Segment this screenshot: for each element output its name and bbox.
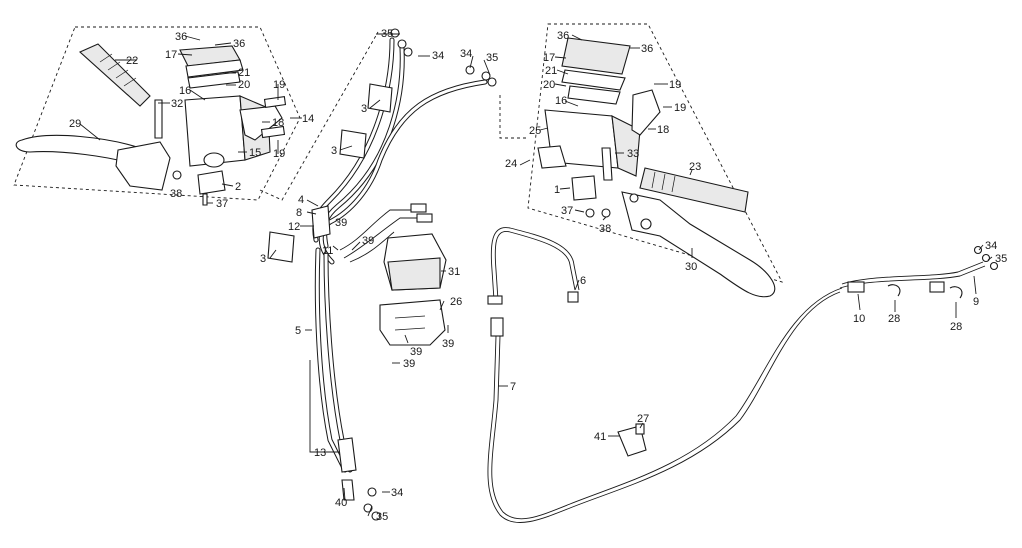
callout-12: 12 <box>288 221 300 233</box>
callout-8: 8 <box>296 207 302 219</box>
callout-36: 36 <box>233 38 245 50</box>
callout-32: 32 <box>171 98 183 110</box>
callout-19: 19 <box>273 148 285 160</box>
callout-27: 27 <box>637 413 649 425</box>
callout-20: 20 <box>543 79 555 91</box>
callout-28: 28 <box>950 321 962 333</box>
callout-34: 34 <box>985 240 997 252</box>
line-7-group <box>487 227 999 523</box>
callout-2: 2 <box>235 181 241 193</box>
callout-3: 3 <box>260 253 266 265</box>
callout-11: 11 <box>322 245 333 257</box>
callout-3: 3 <box>361 103 367 115</box>
callout-5: 5 <box>295 325 301 337</box>
callout-10: 10 <box>853 313 865 325</box>
callout-37: 37 <box>561 205 573 217</box>
callout-19: 19 <box>674 102 686 114</box>
callout-25: 25 <box>529 125 541 137</box>
callout-38: 38 <box>599 223 611 235</box>
callout-15: 15 <box>249 147 261 159</box>
callout-18: 18 <box>657 124 669 136</box>
callout-39: 39 <box>442 338 454 350</box>
hoses-and-abs-unit <box>267 28 497 521</box>
callout-36: 36 <box>175 31 187 43</box>
callout-34: 34 <box>432 50 444 62</box>
callout-33: 33 <box>627 148 639 160</box>
callout-35: 35 <box>995 253 1007 265</box>
leader-lines <box>79 33 993 517</box>
callout-35: 35 <box>381 28 393 40</box>
callout-20: 20 <box>238 79 250 91</box>
callout-39: 39 <box>410 346 422 358</box>
callout-19: 19 <box>669 79 681 91</box>
callout-34: 34 <box>391 487 403 499</box>
callout-39: 39 <box>335 217 347 229</box>
left-master-cylinder-group <box>13 26 379 206</box>
callout-6: 6 <box>580 275 586 287</box>
callout-26: 26 <box>450 296 462 308</box>
callout-4: 4 <box>298 194 304 206</box>
callout-14: 14 <box>302 113 314 125</box>
right-master-cylinder-group <box>499 23 783 298</box>
callout-37: 37 <box>216 198 228 210</box>
callout-41: 41 <box>594 431 606 443</box>
callout-36: 36 <box>557 30 569 42</box>
callout-19: 19 <box>273 79 285 91</box>
callout-9: 9 <box>973 296 979 308</box>
callout-23: 23 <box>689 161 701 173</box>
callout-39: 39 <box>403 358 415 370</box>
callout-30: 30 <box>685 261 697 273</box>
callout-29: 29 <box>69 118 81 130</box>
callout-40: 40 <box>335 497 347 509</box>
callout-1: 1 <box>554 184 560 196</box>
callout-21: 21 <box>545 65 557 77</box>
callout-28: 28 <box>888 313 900 325</box>
callout-13: 13 <box>314 447 326 459</box>
callout-34: 34 <box>460 48 472 60</box>
callout-22: 22 <box>126 55 138 67</box>
callout-39: 39 <box>362 235 374 247</box>
callout-21: 21 <box>238 67 250 79</box>
callout-24: 24 <box>505 158 517 170</box>
callout-18: 18 <box>272 117 284 129</box>
callout-16: 16 <box>555 95 567 107</box>
callout-35: 35 <box>376 511 388 523</box>
callout-35: 35 <box>486 52 498 64</box>
callout-36: 36 <box>641 43 653 55</box>
callout-38: 38 <box>170 188 182 200</box>
callout-labels: 36 36 17 22 21 20 19 16 32 14 18 29 15 1… <box>69 28 1007 523</box>
callout-7: 7 <box>510 381 516 393</box>
callout-17: 17 <box>543 52 555 64</box>
callout-3: 3 <box>331 145 337 157</box>
callout-31: 31 <box>448 266 460 278</box>
callout-17: 17 <box>165 49 177 61</box>
callout-16: 16 <box>179 85 191 97</box>
